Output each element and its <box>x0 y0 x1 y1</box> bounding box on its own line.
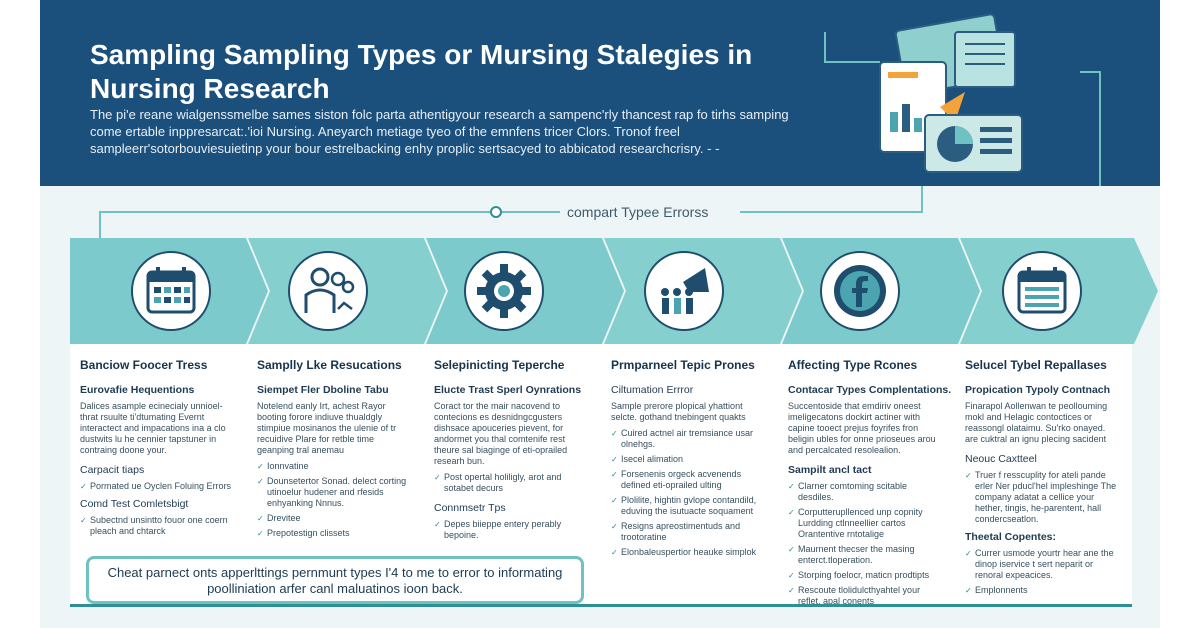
column-subheading: Theetal Copentes: <box>965 531 1057 543</box>
step-3-circle <box>464 251 544 331</box>
step-1-circle <box>131 251 211 331</box>
process-chevrons <box>70 238 1158 344</box>
column-subtitle: Eurovafie Hequentions <box>80 384 195 396</box>
people-group-icon <box>304 267 355 313</box>
list-item: Isecel alimation <box>611 454 766 465</box>
calendar-grid-icon <box>146 267 196 314</box>
list-item: Dounsetertor Sonad. delect corting utino… <box>257 476 412 509</box>
column-subheading: Carpacit tiaps <box>80 464 145 476</box>
column-subheading: Comd Test Comletsbigt <box>80 498 189 510</box>
connector-label: compart Typee Errorss <box>567 204 709 220</box>
column-subtitle: Elucte Trast Sperl Oynrations <box>434 384 582 396</box>
column-title: Samplly Lke Resucations <box>257 358 402 372</box>
column-title: Banciow Foocer Tress <box>80 358 208 372</box>
column-5: Affecting Type Rcones Contacar Types Com… <box>778 344 955 606</box>
list-item: Drevitee <box>257 513 412 524</box>
step-4-circle <box>644 251 724 331</box>
column-text: Dalices asample ecinecialy unnioel-thrat… <box>80 401 226 455</box>
column-text: Succentoside that emdiriv oneest imelige… <box>788 401 936 455</box>
list-item: Resigns apreostimentuds and trootoratine <box>611 521 766 543</box>
list-item: Maurnent thecser the masing enterct.tlop… <box>788 544 943 566</box>
column-title: Prmparneel Tepic Prones <box>611 358 755 372</box>
column-subtitle: Contacar Types Complentations. <box>788 384 952 396</box>
column-title: Selepinicting Teperche <box>434 358 565 372</box>
step-6-circle <box>1002 251 1082 331</box>
list-item: Clarner comtoming scitable desdiles. <box>788 481 943 503</box>
megaphone-people-icon <box>661 268 709 314</box>
column-text: Notelend eanly Irt, achest Rayor booting… <box>257 401 397 455</box>
hero-illustration <box>824 13 1101 186</box>
column-subtitle: Siempet Fler Dboline Tabu <box>257 384 389 396</box>
gear-icon <box>477 264 531 318</box>
list-item: Subectnd unsintto fouor one coern pleach… <box>80 515 235 537</box>
step-5-circle <box>820 251 900 331</box>
column-text: Sample prerore plopical yhattiont selcte… <box>611 401 746 422</box>
column-text: Coract tor the mair nacovend to contecio… <box>434 401 568 466</box>
list-item: Plolilite, hightin gvlope contandild, ed… <box>611 495 766 517</box>
list-item: Storping foelocr, maticn prodtipts <box>788 570 943 581</box>
page-title: Sampling Sampling Types or Mursing Stale… <box>90 39 753 104</box>
footer-divider <box>70 604 1132 607</box>
list-item: Elonbaleuspertior heauke simplok <box>611 547 766 558</box>
list-item: Cuired actnel air tremsiance usar olnehg… <box>611 428 766 450</box>
list-item: Ionnvatine <box>257 461 412 472</box>
column-subtitle: Ciltumation Errror <box>611 384 694 396</box>
page-description: The pi'e reane wialgenssmelbe sames sist… <box>90 107 789 156</box>
list-item: Corputterupllenced unp copnity Lurdding … <box>788 507 943 540</box>
callout-box: Cheat parnect onts apperlttings pernmunt… <box>86 556 584 604</box>
list-item: Post opertal holiligly, arot and sotabet… <box>434 472 589 494</box>
column-4: Prmparneel Tepic Prones Ciltumation Errr… <box>601 344 778 606</box>
column-text: Finarapol Aollenwan te peollouming mokl … <box>965 401 1108 444</box>
column-title: Affecting Type Rcones <box>788 358 918 372</box>
facebook-icon <box>834 265 886 317</box>
list-item: Prepotestign clissets <box>257 528 412 539</box>
list-item: Pormated ue Oyclen Foluing Errors <box>80 481 235 492</box>
list-item: Currer usmode yourtr hear ane the dinop … <box>965 548 1120 581</box>
list-item: Depes biieppe entery perably bepoine. <box>434 519 589 541</box>
list-item: Emplonnents <box>965 585 1120 596</box>
list-item: Truer f resscuplity for ateli pande erle… <box>965 470 1120 525</box>
column-subheading: Sampilt ancl tact <box>788 464 872 476</box>
column-title: Selucel Tybel Repallases <box>965 358 1107 372</box>
dashboard-illustration-icon <box>824 13 1101 186</box>
calendar-list-icon <box>1017 267 1067 314</box>
column-subheading: Connmsetr Tps <box>434 502 506 514</box>
list-item: Rescoute tlolidulcthyahtel your reflet, … <box>788 585 943 607</box>
step-2-circle <box>288 251 368 331</box>
list-item: Forsenenis orgeck acvenends defined eti-… <box>611 469 766 491</box>
column-subtitle: Propication Typoly Contnach <box>965 384 1111 396</box>
column-6: Selucel Tybel Repallases Propication Typ… <box>955 344 1132 606</box>
column-subheading: Neouc Caxtteel <box>965 453 1037 465</box>
